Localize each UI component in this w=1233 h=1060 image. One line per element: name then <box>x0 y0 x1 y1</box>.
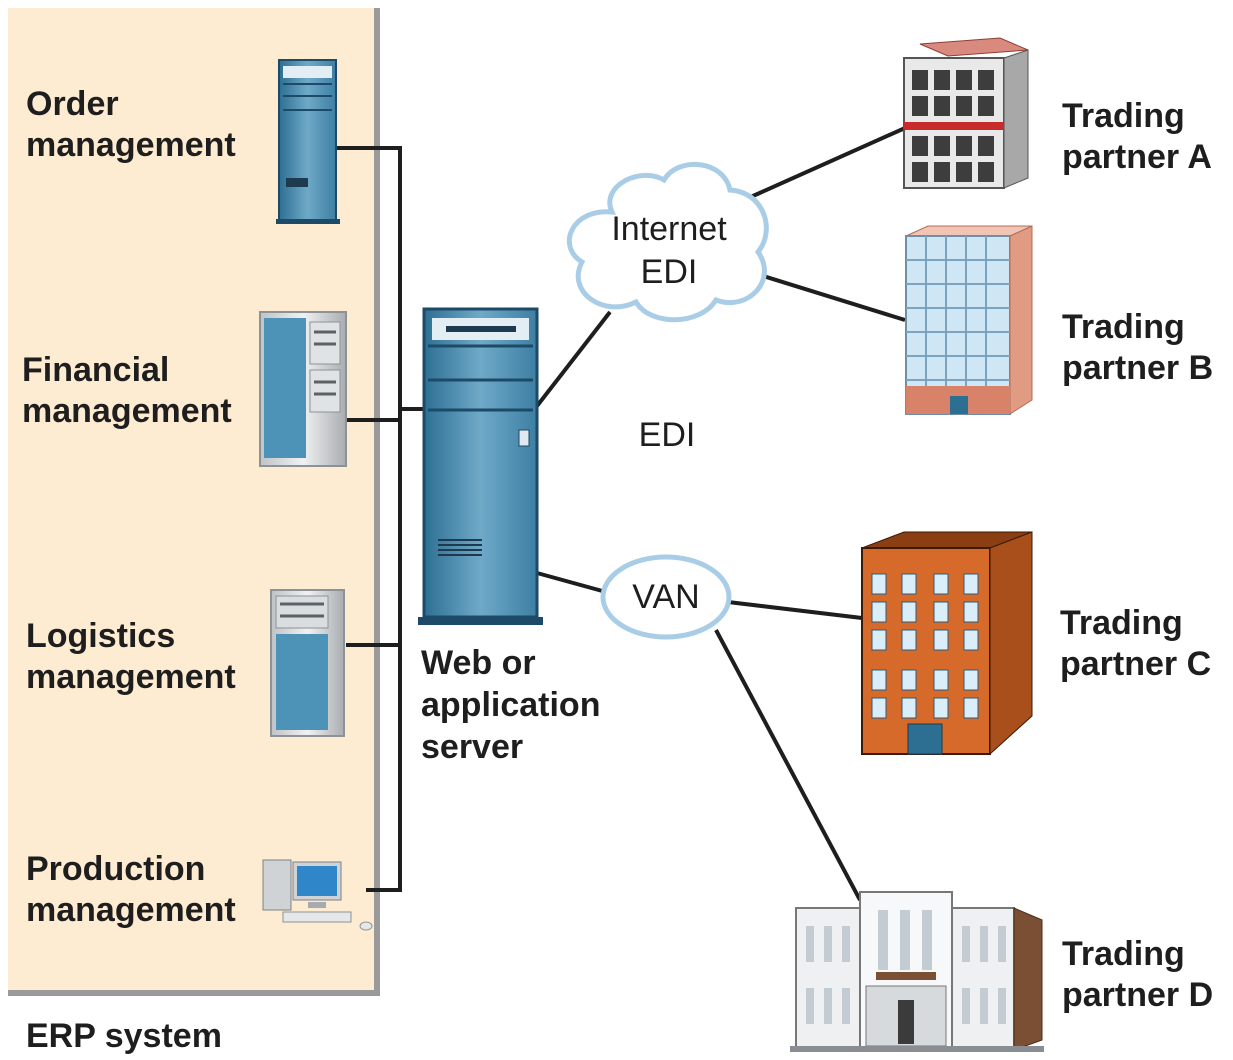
financial-management-label: Financial management <box>22 351 232 430</box>
link-van-d <box>714 629 862 901</box>
application-server-icon <box>418 307 543 625</box>
van-cloud <box>600 554 732 640</box>
trading-partner-d-label: Trading partner D <box>1062 935 1214 1014</box>
van-label: VAN <box>632 578 700 616</box>
link-server-internet <box>535 310 612 408</box>
internet-edi-label: Internet EDI <box>611 210 727 291</box>
edi-label: EDI <box>638 416 696 454</box>
server-label: Web or application server <box>421 644 601 766</box>
internet-edi-cloud <box>566 161 769 323</box>
bus-line <box>336 146 402 892</box>
connection-lines <box>336 126 906 901</box>
link-van-c <box>727 600 863 620</box>
desktop-computer-icon <box>262 859 373 931</box>
order-management-label: Order management <box>26 85 236 164</box>
erp-system-label: ERP system <box>26 1017 222 1055</box>
production-management-label: Production management <box>26 850 236 929</box>
office-building-icon <box>903 37 1029 189</box>
trading-partner-b-label: Trading partner B <box>1062 308 1214 387</box>
tower-server-icon <box>276 59 340 224</box>
rack-server-icon <box>259 311 347 467</box>
tower-server-icon <box>270 589 345 737</box>
glass-office-building-icon <box>905 225 1033 415</box>
trading-partner-a-label: Trading partner A <box>1062 97 1212 176</box>
brick-building-icon <box>861 531 1033 756</box>
link-internet-a <box>743 126 906 202</box>
classical-building-icon <box>790 891 1044 1052</box>
trading-partner-c-label: Trading partner C <box>1060 604 1212 683</box>
link-server-van <box>536 571 607 594</box>
link-internet-b <box>759 273 906 322</box>
logistics-management-label: Logistics management <box>26 617 236 696</box>
